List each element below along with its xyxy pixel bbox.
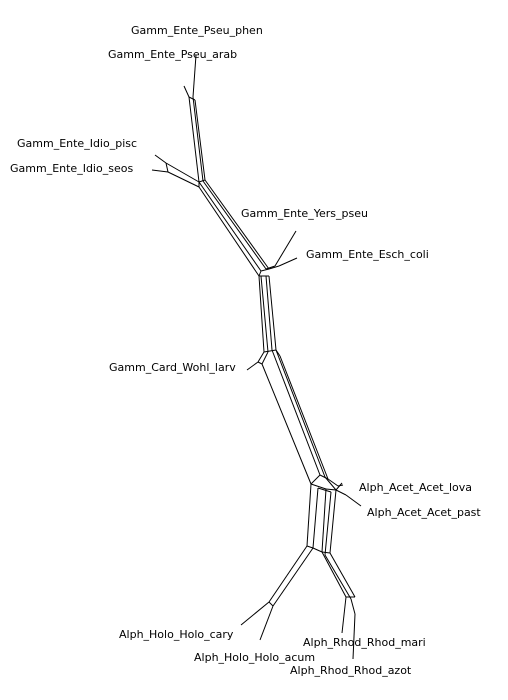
taxon-label: Gamm_Card_Wohl_larv bbox=[109, 361, 236, 374]
edges-rhod bbox=[321, 551, 356, 660]
taxon-label: Alph_Rhod_Rhod_azot bbox=[290, 664, 412, 677]
edges-holo bbox=[240, 545, 314, 641]
taxon-label: Gamm_Ente_Idio_pisc bbox=[17, 137, 138, 150]
taxon-label: Gamm_Ente_Idio_seos bbox=[10, 162, 134, 175]
edges-yers-esch bbox=[265, 230, 298, 270]
taxon-label: Alph_Holo_Holo_cary bbox=[119, 628, 234, 641]
edges-acet bbox=[324, 476, 362, 507]
edges-lower-box bbox=[306, 483, 337, 556]
taxon-label: Gamm_Ente_Yers_pseu bbox=[241, 207, 368, 220]
edges-idio-clade bbox=[151, 154, 200, 188]
taxon-label: Alph_Acet_Acet_lova bbox=[359, 481, 472, 494]
taxon-label: Alph_Holo_Holo_acum bbox=[194, 651, 316, 664]
edges-lower-trunk bbox=[261, 349, 329, 485]
edges-pseu-clade bbox=[183, 54, 206, 183]
edges-upper-trunk bbox=[198, 179, 270, 277]
edges-middle-trunk bbox=[258, 275, 277, 353]
taxon-label: Gamm_Ente_Pseu_phen bbox=[131, 24, 263, 37]
taxon-label: Alph_Rhod_Rhod_mari bbox=[303, 636, 426, 649]
taxon-label: Gamm_Ente_Pseu_arab bbox=[108, 48, 238, 61]
taxon-label: Gamm_Ente_Esch_coli bbox=[306, 248, 429, 261]
taxon-label: Alph_Acet_Acet_past bbox=[367, 506, 481, 519]
edges-wohl bbox=[246, 351, 269, 371]
